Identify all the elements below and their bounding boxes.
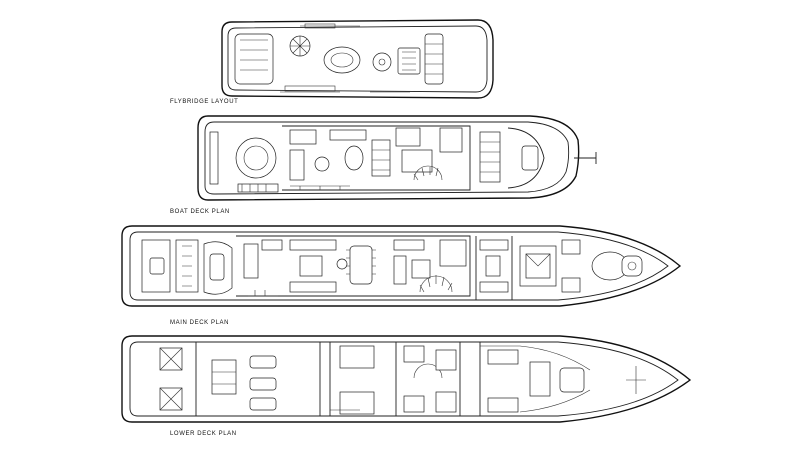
lower-deck-plan-label: LOWER DECK PLAN	[170, 431, 237, 437]
lower-deck-plan	[121, 335, 692, 423]
flybridge-layout-label: FLYBRIDGE LAYOUT	[170, 99, 239, 105]
main-deck-plan-label: MAIN DECK PLAN	[170, 320, 230, 326]
boat-deck-plan	[197, 115, 597, 201]
main-deck-plan	[121, 225, 682, 307]
flybridge-plan	[221, 19, 494, 99]
boat-deck-plan-label: BOAT DECK PLAN	[170, 209, 230, 215]
